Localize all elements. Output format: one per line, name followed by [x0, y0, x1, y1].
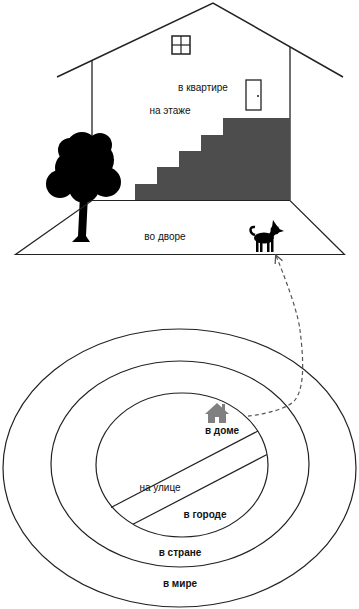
window-frame: [172, 36, 190, 54]
dog-leg: [267, 240, 270, 252]
yard-ground: во дворе: [15, 200, 345, 255]
door-frame: [246, 80, 261, 110]
ground-outline: [15, 200, 345, 255]
circle-outline: [2, 328, 357, 608]
door-knob: [257, 95, 259, 97]
dog-snout: [277, 228, 284, 233]
node-label: на улице: [139, 482, 180, 494]
city-region: в городе: [180, 507, 230, 523]
stairs: [135, 118, 290, 200]
house-icon-roof: [205, 403, 229, 414]
circle-outline: [50, 360, 310, 568]
node-label: во дворе: [144, 231, 185, 243]
tree-crown: [88, 133, 112, 157]
dashed-arrow: [248, 255, 303, 416]
tree-crown: [58, 138, 82, 162]
house-icon-door: [215, 417, 219, 423]
house-box: в квартире на этаже: [92, 60, 290, 200]
door: [246, 80, 261, 110]
roof: [57, 3, 343, 77]
window-bar: [172, 44, 190, 45]
node-label: в доме: [205, 425, 239, 437]
dog-leg: [256, 240, 259, 252]
country-circle: в стране в доме на улице в городе: [50, 360, 310, 568]
node-label: в квартире: [178, 82, 228, 94]
circle-outline: [3, 329, 356, 607]
inner-circle: [96, 393, 268, 537]
street-band: на улице: [130, 480, 190, 496]
node-label: на этаже: [149, 105, 190, 117]
circle-outline: [51, 361, 309, 567]
home-region: в доме: [198, 401, 248, 439]
node-label: в мире: [163, 578, 197, 590]
dog-leg: [260, 240, 263, 252]
divider-line: [111, 431, 258, 508]
dog: [251, 220, 285, 252]
house-icon-body: [208, 413, 226, 423]
dog-leg: [271, 240, 274, 252]
house-icon: [205, 403, 229, 423]
dog-ear: [272, 220, 277, 227]
house-icon-chimney: [222, 404, 225, 411]
window: [172, 36, 190, 54]
node-label: в стране: [159, 547, 202, 559]
divider-line: [133, 455, 267, 525]
dog-neck: [268, 229, 276, 239]
tree-crown: [69, 173, 99, 203]
dog-tail: [251, 227, 256, 235]
ground-outline: [16, 201, 345, 255]
node-label: в городе: [183, 509, 226, 521]
world-circle: в мире в стране в доме на улице в городе: [2, 328, 357, 608]
